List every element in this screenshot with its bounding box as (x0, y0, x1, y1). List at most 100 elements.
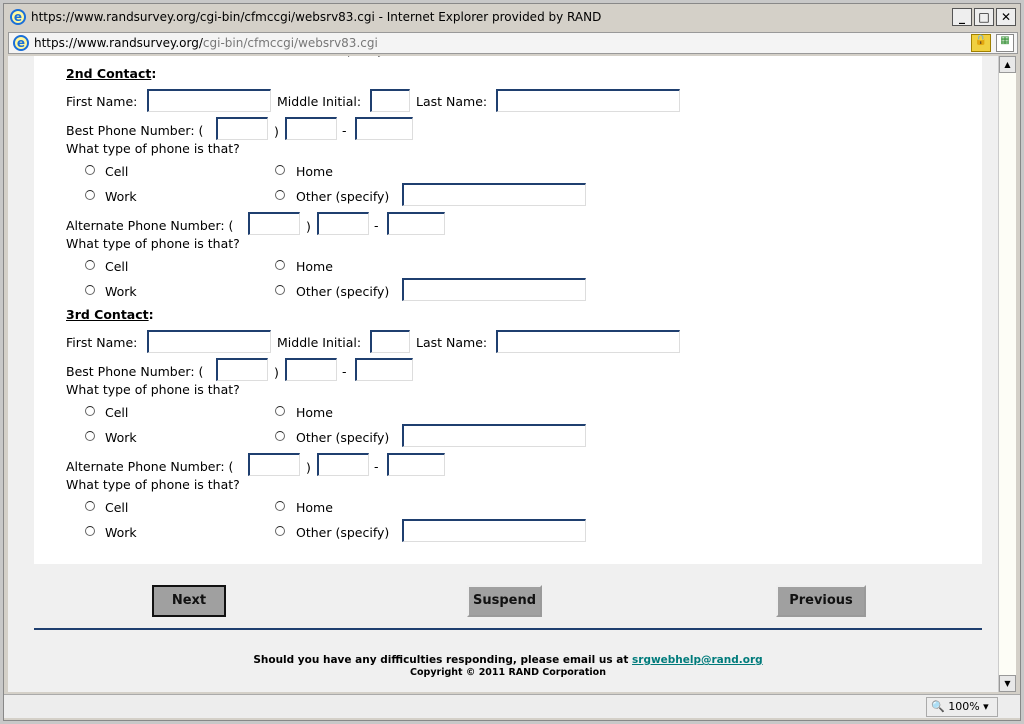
contact-3-alt-phone-line-input[interactable] (387, 453, 445, 476)
form-panel (34, 56, 982, 564)
contact-3-alt-work-radio[interactable] (85, 526, 95, 536)
contact-2-first-name-input[interactable] (147, 89, 271, 112)
next-button[interactable]: Next (152, 585, 226, 617)
other-label: Other (specify) (296, 189, 390, 204)
contact-2-alt-work-radio[interactable] (85, 285, 95, 295)
close-paren: ) (306, 219, 311, 234)
contact-3-alt-other-specify-input[interactable] (402, 519, 586, 542)
contact-2-middle-initial-input[interactable] (370, 89, 410, 112)
contact-3-best-other-specify-input[interactable] (402, 424, 586, 447)
ie-page-icon: e (13, 35, 29, 51)
phone-type-question: What type of phone is that? (66, 382, 240, 397)
contact-3-alt-other-radio[interactable] (275, 526, 285, 536)
contact-3-alt-phone-area-code-input[interactable] (248, 453, 300, 476)
contact-3-middle-initial-input[interactable] (370, 330, 410, 353)
best-phone-label: Best Phone Number: ( (66, 123, 204, 138)
contact-3-alt-cell-radio[interactable] (85, 501, 95, 511)
middle-initial-label: Middle Initial: (277, 335, 362, 350)
address-bar[interactable]: e https://www.randsurvey.org/cgi-bin/cfm… (8, 32, 1018, 54)
contact-2-best-phone-line-input[interactable] (355, 117, 413, 140)
cell-label: Cell (105, 405, 129, 420)
last-name-label: Last Name: (416, 94, 488, 109)
contact-3-best-work-radio[interactable] (85, 431, 95, 441)
previous-button[interactable]: Previous (776, 585, 866, 617)
home-label: Home (296, 259, 333, 274)
alternate-phone-label: Alternate Phone Number: ( (66, 459, 234, 474)
other-label: Other (specify) (296, 56, 389, 59)
contact-2-best-work-radio[interactable] (85, 190, 95, 200)
middle-initial-label: Middle Initial: (277, 94, 362, 109)
cell-label: Cell (105, 259, 129, 274)
best-phone-label: Best Phone Number: ( (66, 364, 204, 379)
contact-3-best-cell-radio[interactable] (85, 406, 95, 416)
cell-label: Cell (105, 164, 129, 179)
maximize-button[interactable]: □ (974, 8, 994, 26)
contact-3-best-other-radio[interactable] (275, 431, 285, 441)
close-button[interactable]: ✕ (996, 8, 1016, 26)
help-text: Should you have any difficulties respond… (8, 654, 998, 666)
first-name-label: First Name: (66, 335, 138, 350)
zoom-control[interactable]: 🔍 100% ▾ (926, 697, 998, 717)
work-label: Work (105, 525, 137, 540)
contact-2-alt-other-radio[interactable] (275, 285, 285, 295)
contact-3-alt-home-radio[interactable] (275, 501, 285, 511)
home-label: Home (296, 500, 333, 515)
ie-logo-icon: e (10, 9, 26, 25)
scroll-up-icon[interactable]: ▲ (999, 56, 1016, 73)
cell-label: Cell (105, 500, 129, 515)
last-name-label: Last Name: (416, 335, 488, 350)
contact-heading: 2nd Contact: (66, 65, 156, 83)
zoom-icon: 🔍 (931, 700, 945, 713)
work-label: Work (105, 56, 137, 59)
contact-3-best-phone-line-input[interactable] (355, 358, 413, 381)
contact-2-best-phone-prefix-input[interactable] (285, 117, 337, 140)
help-email-link[interactable]: srgwebhelp@rand.org (632, 654, 763, 666)
close-paren: ) (274, 124, 279, 139)
url-host: https://www.randsurvey.org/ (34, 36, 203, 50)
other-label: Other (specify) (296, 284, 390, 299)
scroll-down-icon[interactable]: ▼ (999, 675, 1016, 692)
phone-type-question: What type of phone is that? (66, 236, 240, 251)
contact-2-best-other-radio[interactable] (275, 190, 285, 200)
work-label: Work (105, 284, 137, 299)
contact-2-alt-phone-area-code-input[interactable] (248, 212, 300, 235)
feed-icon[interactable]: ▦ (996, 34, 1014, 52)
contact-2-best-phone-area-code-input[interactable] (216, 117, 268, 140)
contact-heading-text: 3rd Contact (66, 307, 149, 322)
contact-2-alt-phone-line-input[interactable] (387, 212, 445, 235)
contact-3-first-name-input[interactable] (147, 330, 271, 353)
home-label: Home (296, 164, 333, 179)
url-path: cgi-bin/cfmccgi/websrv83.cgi (202, 36, 378, 50)
contact-3-best-phone-prefix-input[interactable] (285, 358, 337, 381)
work-label: Work (105, 430, 137, 445)
contact-2-alt-cell-radio[interactable] (85, 260, 95, 270)
alternate-phone-label: Alternate Phone Number: ( (66, 218, 234, 233)
lock-icon[interactable]: 🔒 (971, 34, 991, 52)
contact-2-best-other-specify-input[interactable] (402, 183, 586, 206)
close-paren: ) (274, 365, 279, 380)
contact-2-alt-home-radio[interactable] (275, 260, 285, 270)
copyright: Copyright © 2011 RAND Corporation (410, 667, 606, 678)
contact-3-best-home-radio[interactable] (275, 406, 285, 416)
suspend-button[interactable]: Suspend (467, 585, 542, 617)
contact-3-alt-phone-prefix-input[interactable] (317, 453, 369, 476)
minimize-button[interactable]: _ (952, 8, 972, 26)
contact-3-last-name-input[interactable] (496, 330, 680, 353)
contact-2-alt-other-specify-input[interactable] (402, 278, 586, 301)
contact-2-best-cell-radio[interactable] (85, 165, 95, 175)
vertical-scrollbar[interactable]: ▲ ▼ (998, 56, 1016, 692)
zoom-level: 100% (948, 700, 980, 713)
contact-heading-text: 2nd Contact (66, 66, 152, 81)
contact-3-best-phone-area-code-input[interactable] (216, 358, 268, 381)
first-name-label: First Name: (66, 94, 138, 109)
contact-heading: 3rd Contact: (66, 306, 154, 324)
title-bar: e https://www.randsurvey.org/cgi-bin/cfm… (4, 4, 1020, 30)
contact-2-alt-phone-prefix-input[interactable] (317, 212, 369, 235)
other-label: Other (specify) (296, 525, 390, 540)
heading-colon: : (148, 307, 154, 322)
heading-colon: : (151, 66, 157, 81)
browser-window: e https://www.randsurvey.org/cgi-bin/cfm… (3, 3, 1021, 721)
contact-2-last-name-input[interactable] (496, 89, 680, 112)
contact-2-best-home-radio[interactable] (275, 165, 285, 175)
